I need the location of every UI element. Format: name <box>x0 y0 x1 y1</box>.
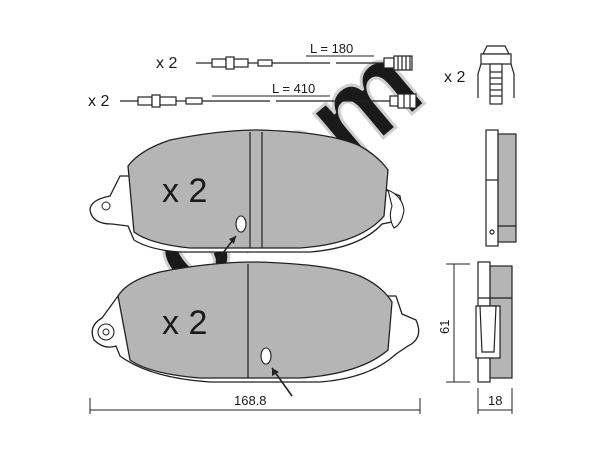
height-dimension-label: 61 <box>437 320 452 334</box>
sensor-qty-short: x 2 <box>156 55 177 72</box>
thickness-dimension-label: 18 <box>488 393 502 408</box>
sensor-qty-long: x 2 <box>88 93 109 110</box>
wear-sensor-long <box>120 93 417 109</box>
brake-pad-upper <box>89 129 405 263</box>
wear-sensor-short <box>196 55 413 71</box>
brake-pad-lower <box>91 261 420 397</box>
mounting-bolt-icon <box>477 45 515 105</box>
pad-upper-qty: x 2 <box>162 172 207 210</box>
thickness-dimension <box>477 388 513 414</box>
pad-lower-qty: x 2 <box>162 304 207 342</box>
sensor-length-label-short: L = 180 <box>310 41 353 56</box>
width-dimension <box>89 398 421 414</box>
width-dimension-label: 168.8 <box>234 393 267 408</box>
pad-side-view-lower <box>475 261 513 383</box>
bolt-qty: x 2 <box>444 69 465 86</box>
pad-side-view-upper <box>485 129 517 247</box>
sensor-length-label-long: L = 410 <box>272 81 315 96</box>
height-dimension <box>446 263 470 383</box>
